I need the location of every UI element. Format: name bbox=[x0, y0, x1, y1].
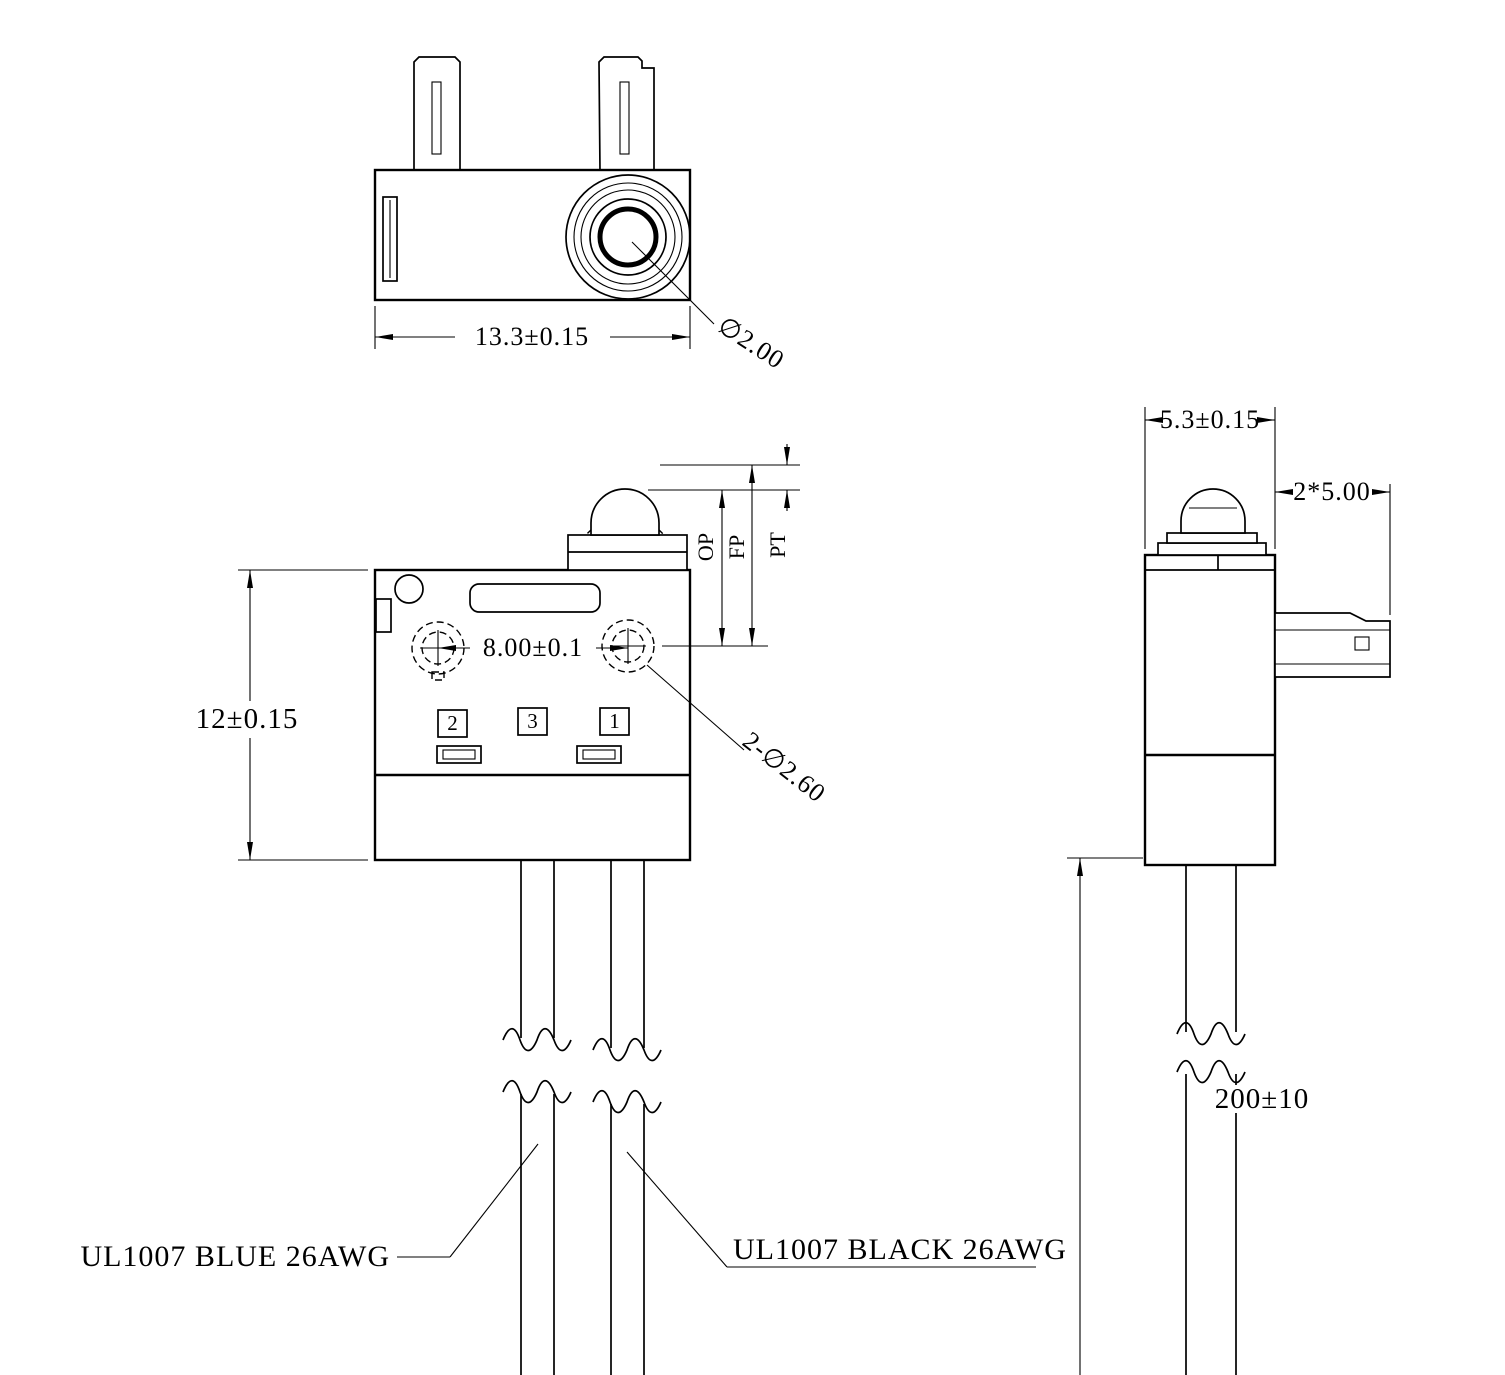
wire-blue-label: UL1007 BLUE 26AWG bbox=[80, 1240, 390, 1273]
travel-dimensions: OP FP PT bbox=[648, 444, 800, 647]
label-recess-slot bbox=[469, 583, 601, 613]
terminal-pin-right bbox=[598, 56, 655, 173]
dimension-wire-length: 200±10 bbox=[1067, 857, 1326, 1375]
dimension-side-depth: 5.3±0.15 bbox=[1144, 405, 1276, 549]
housing-side-clip bbox=[375, 598, 392, 633]
plunger-circles bbox=[565, 174, 691, 300]
terminal-slot-left-inner bbox=[442, 749, 476, 760]
switch-body-top-view bbox=[373, 168, 692, 302]
front-view: 8.00±0.1 2-∅2.60 2 3 1 12±0.15 bbox=[80, 444, 1066, 1375]
break-symbol bbox=[1176, 1059, 1246, 1084]
dim-lever: 2*5.00 bbox=[1293, 477, 1371, 506]
label-pt: PT bbox=[765, 532, 790, 558]
terminal-1-box bbox=[599, 707, 630, 736]
wire-black-callout: UL1007 BLACK 26AWG bbox=[626, 1151, 1067, 1268]
dim-height: 12±0.15 bbox=[196, 703, 299, 735]
wire-side bbox=[1176, 865, 1246, 1375]
wire-blue-callout: UL1007 BLUE 26AWG bbox=[80, 1143, 539, 1273]
dim-depth: 5.3±0.15 bbox=[1160, 405, 1260, 434]
plunger-dome-button bbox=[590, 488, 660, 536]
terminal-pin-left bbox=[413, 56, 461, 173]
wire-black-label: UL1007 BLACK 26AWG bbox=[733, 1233, 1067, 1266]
dim-hole-spacing: 8.00±0.1 bbox=[483, 633, 583, 662]
break-symbol bbox=[1176, 1021, 1246, 1046]
dimension-hole-spacing: 8.00±0.1 bbox=[438, 633, 628, 662]
terminal-pin-right-slot bbox=[619, 81, 630, 155]
break-symbol bbox=[502, 1079, 572, 1104]
dim-text-backdrop bbox=[1198, 1085, 1326, 1113]
dim-holes-diameter: 2-∅2.60 bbox=[737, 726, 831, 808]
terminal-2-box bbox=[437, 709, 468, 738]
terminal-pin-left-slot bbox=[431, 81, 442, 155]
terminal-slot-right-inner bbox=[582, 749, 616, 760]
terminal-1-label: 1 bbox=[609, 709, 620, 733]
break-symbol bbox=[592, 1037, 662, 1062]
break-symbol bbox=[502, 1027, 572, 1052]
dimension-lever-length: 2*5.00 bbox=[1275, 477, 1391, 615]
dimension-top-width: 13.3±0.15 bbox=[374, 306, 691, 351]
terminal-2-label: 2 bbox=[447, 711, 458, 735]
dim-wire-length: 200±10 bbox=[1215, 1083, 1309, 1115]
lever-tip-slot bbox=[1354, 636, 1370, 651]
terminal-markers: 2 3 1 bbox=[436, 707, 630, 764]
wire-black bbox=[592, 860, 662, 1375]
terminal-3-box bbox=[517, 707, 548, 736]
plunger-flange-side bbox=[1157, 542, 1267, 556]
dimension-front-height: 12±0.15 bbox=[196, 569, 368, 861]
plunger-dome-side bbox=[1180, 488, 1246, 534]
plunger-collar-side bbox=[1166, 532, 1258, 544]
label-op: OP bbox=[693, 533, 718, 561]
actuator-lever bbox=[1274, 612, 1391, 678]
housing-boss-circle bbox=[394, 574, 424, 604]
side-latch-detail bbox=[382, 196, 398, 282]
side-view: 5.3±0.15 2*5.00 200±10 bbox=[1067, 405, 1391, 1375]
terminal-3-label: 3 bbox=[527, 709, 538, 733]
label-fp: FP bbox=[724, 535, 749, 559]
switch-body-side-view bbox=[1143, 553, 1277, 867]
switch-body-front-view bbox=[373, 568, 692, 862]
wire-blue bbox=[502, 860, 572, 1375]
dim-plunger-diameter: ∅2.00 bbox=[713, 311, 790, 375]
terminal-slot-left bbox=[436, 745, 482, 764]
dim-width-top: 13.3±0.15 bbox=[475, 322, 589, 351]
terminal-slot-right bbox=[576, 745, 622, 764]
break-symbol bbox=[592, 1089, 662, 1114]
top-view: 13.3±0.15 ∅2.00 bbox=[373, 56, 790, 375]
